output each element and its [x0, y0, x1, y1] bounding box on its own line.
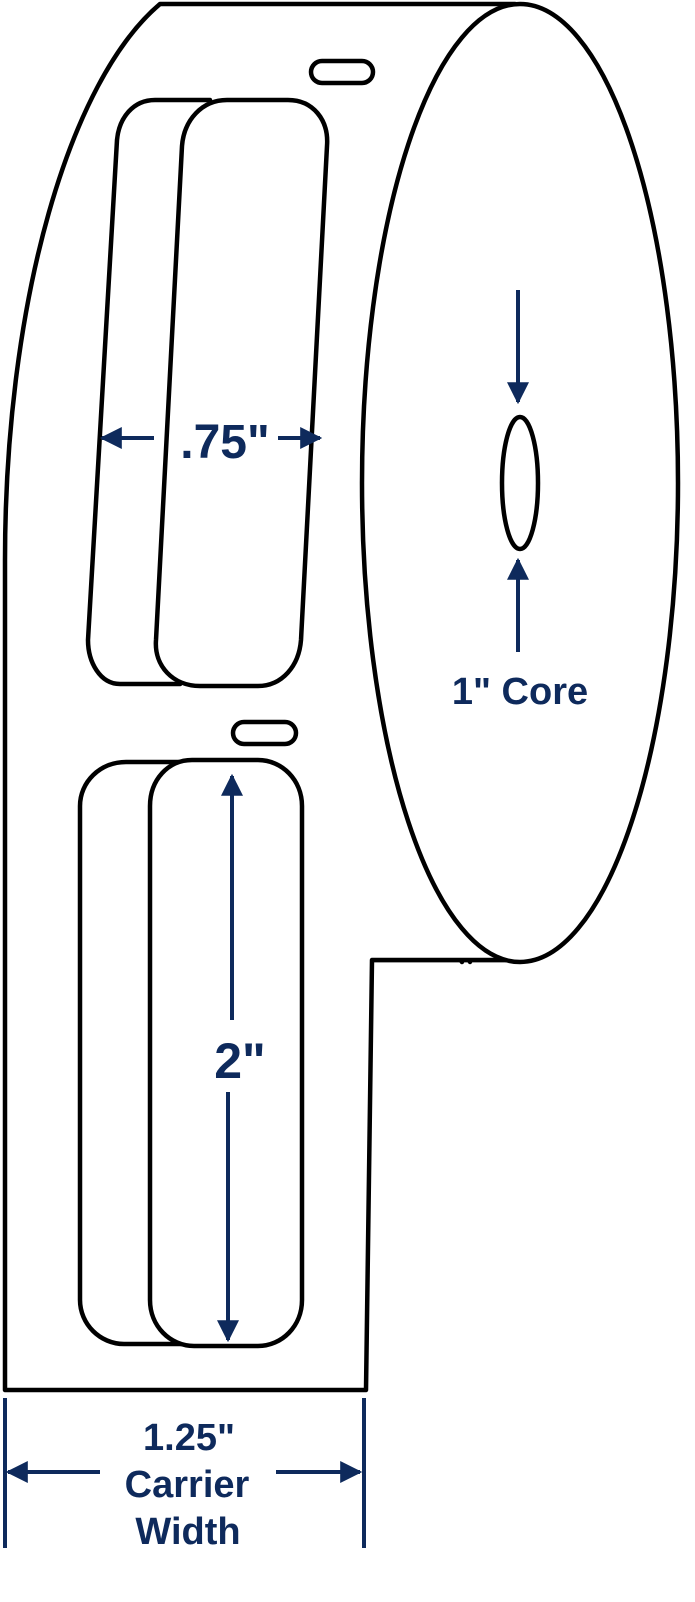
core-hole [499, 414, 541, 552]
registration-slot-top [308, 58, 376, 86]
carrier-width-word-carrier: Carrier [125, 1464, 250, 1506]
registration-slot-middle [230, 719, 299, 747]
core-size-text: 1" Core [452, 671, 588, 713]
lower-label-front [147, 757, 305, 1349]
label-width-text: .75" [180, 416, 269, 469]
upper-label-front [153, 97, 330, 689]
carrier-width-word-width: Width [135, 1511, 240, 1553]
carrier-width-value: 1.25" [143, 1417, 235, 1459]
label-length-text: 2" [214, 1033, 266, 1089]
